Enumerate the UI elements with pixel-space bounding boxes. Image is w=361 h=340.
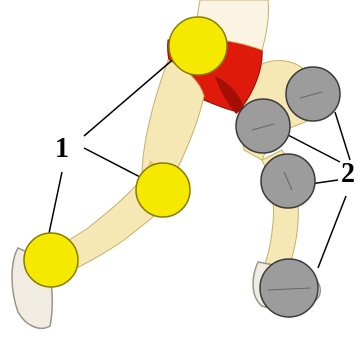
leader-line-1-middle <box>83 147 143 179</box>
leader-lines-1 <box>47 55 178 239</box>
shorts-shadow <box>215 76 244 114</box>
yellow-circle-knee <box>135 162 191 218</box>
callout-label-1: 1 <box>55 133 69 164</box>
leader-line-1-upper <box>83 55 178 137</box>
gray-circle-thigh-back <box>235 98 291 154</box>
gray-circle-foot-back <box>259 258 319 318</box>
callout-label-2: 2 <box>341 158 355 189</box>
front-thigh <box>141 59 205 177</box>
leader-line-1-lower <box>47 171 63 239</box>
leader-line-2-upper <box>285 133 341 163</box>
yellow-circle-ankle <box>23 232 79 288</box>
highlight-gray-3 <box>283 171 293 191</box>
leader-line-2-lower <box>317 195 347 269</box>
leader-line-2-top <box>334 111 351 161</box>
highlight-gray-2 <box>251 123 275 131</box>
highlight-gray-1 <box>299 91 323 99</box>
gray-circles <box>235 66 341 318</box>
circle-highlights <box>251 91 323 291</box>
yellow-circles <box>23 16 228 288</box>
yellow-circle-hip <box>168 16 228 76</box>
highlight-gray-4 <box>267 287 311 291</box>
